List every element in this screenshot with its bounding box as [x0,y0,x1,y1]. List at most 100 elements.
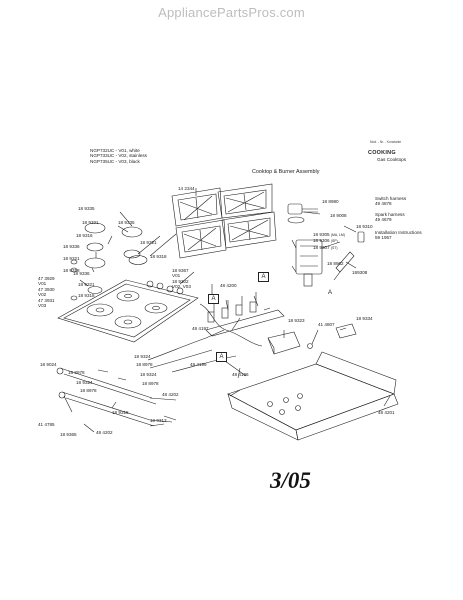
burner-base [70,267,78,273]
burner-head [86,242,104,252]
part-label: 18 8978 [80,388,97,393]
part-label: 18 8980 [322,199,339,204]
info-label: Switch harness [375,196,407,201]
part-label: 18 9324 [134,354,151,359]
part-label: 18 9305 (MA, LM) [313,232,345,237]
burner-base [70,259,78,265]
burner-cap [128,255,148,265]
part-label: 47 3929 [38,276,55,281]
part-label: 48 4201 [378,410,395,415]
burner-cap [121,226,143,238]
part-label: 18 9323 [288,318,305,323]
gas-tube [171,355,237,373]
gas-tube [149,349,213,369]
part-label-group: 47 3929 V01 47 3930 V02 47 3931 V03 [38,276,55,308]
burner-head [123,249,141,259]
info-number: 49 4679 [375,217,392,223]
part-label: 18 9335 [78,206,95,211]
part-label: 18 9318 [63,268,80,273]
info-label: Installation Instructions [375,230,422,235]
burner-grate [221,211,277,249]
detail-marker-a: A [216,352,227,362]
part-label: 18 8978 [142,381,159,386]
bottom-pan [227,351,399,441]
info-number: 49 4878 [375,201,392,207]
part-label: 18 9310 [356,224,373,229]
part-label-group: 18 9305 (MA, LM) 18 9306 (SP) 18 9307 (S… [313,232,345,251]
info-label: Spark harness [375,212,405,217]
variant-label: V02 [38,292,47,298]
part-label: 18 9306 (SP) [313,238,338,244]
part-label: 47 3930 [38,286,55,292]
burner-base [87,286,103,294]
part-label: 18 9321 [78,282,95,287]
burner-grate [175,219,227,259]
part-label: 18 9307 (ST) [313,244,338,250]
switch-block [335,323,357,339]
grommet [307,343,313,349]
switch-harness-info: Switch harness 49 4878 [375,196,406,207]
electrode [333,251,355,281]
part-label: 18 9324 [76,380,93,385]
cooktop-top [57,279,199,343]
part-label: 18 9315 [112,410,129,415]
valve-detail [287,203,323,287]
part-label-group: 18 9367 V01 18 9302 V02, V03 [172,268,191,290]
part-label: 18 9335 [118,220,135,225]
part-label: 18 9316 [76,233,93,238]
detail-marker-a: A [258,272,269,282]
part-label: 14 2344 [178,186,195,191]
model-line: NGP732UC - V01, white [90,148,140,153]
burner-tube [56,367,177,427]
part-label: 41 4785 [38,422,55,427]
burner-grate [217,183,273,219]
part-label: 18 9318 [78,293,95,298]
part-label: 41 4807 [318,322,335,327]
part-label: 48 4199 [190,362,207,367]
part-label: 18 9336 [73,271,90,276]
installation-info: Installation Instructions 59 1957 [375,230,422,241]
model-list: NGP732UC - V01, white NGP733UC - V02, st… [90,148,147,164]
detail-a-caption: A [328,290,333,296]
part-label: 18 8978 [68,370,85,375]
spark-harness-wire [199,303,263,347]
burner-grate [171,187,223,227]
valve-manifold [205,292,285,337]
variant-label: V01 [38,281,47,287]
model-line: NGP733UC - V02, stainless [90,153,147,159]
part-label: 18 9008 [330,213,347,218]
part-label: 18 8978 [136,362,153,367]
spark-harness-info: Spark harness 49 4679 [375,212,405,223]
spark-switch [357,231,365,243]
part-label: 18 9024 [40,362,57,367]
part-label: 18 9365 [60,432,77,437]
part-label: 48 4202 [162,392,179,397]
part-label: 18 9324 [140,372,157,377]
part-label: 18 9318 [150,254,167,259]
part-label: 18 9321 [140,240,157,245]
part-label: 18 9302 [172,278,189,284]
assembly-title: Cooktop & Burner Assembly [252,169,320,175]
info-number: 59 1957 [375,235,392,241]
part-label: 47 3931 [38,297,55,303]
part-label: 48 4196 [232,372,249,377]
part-label: 18 9321 [82,220,99,225]
part-label: 189308 [352,270,368,275]
watermark: AppliancePartsPros.com [158,5,305,20]
variant-label: V03 [38,303,47,309]
variant-label: V01 [172,273,181,279]
part-label: 18 9313 [150,418,167,423]
detail-marker-a: A [208,294,219,304]
burner-cap [84,257,106,269]
burner-cap [84,222,106,234]
variant-label: V02, V03 [172,284,191,290]
spark-module [267,331,301,355]
model-line: NGP735UC - V03, black [90,158,140,164]
burner-base [70,295,78,301]
gas-tube [147,329,225,361]
part-label: 18 9334 [356,316,373,321]
part-label: 18 9321 [63,256,80,261]
part-label: 18 9336 [63,244,80,249]
brand-sub: Gas Cooktops [377,157,407,162]
